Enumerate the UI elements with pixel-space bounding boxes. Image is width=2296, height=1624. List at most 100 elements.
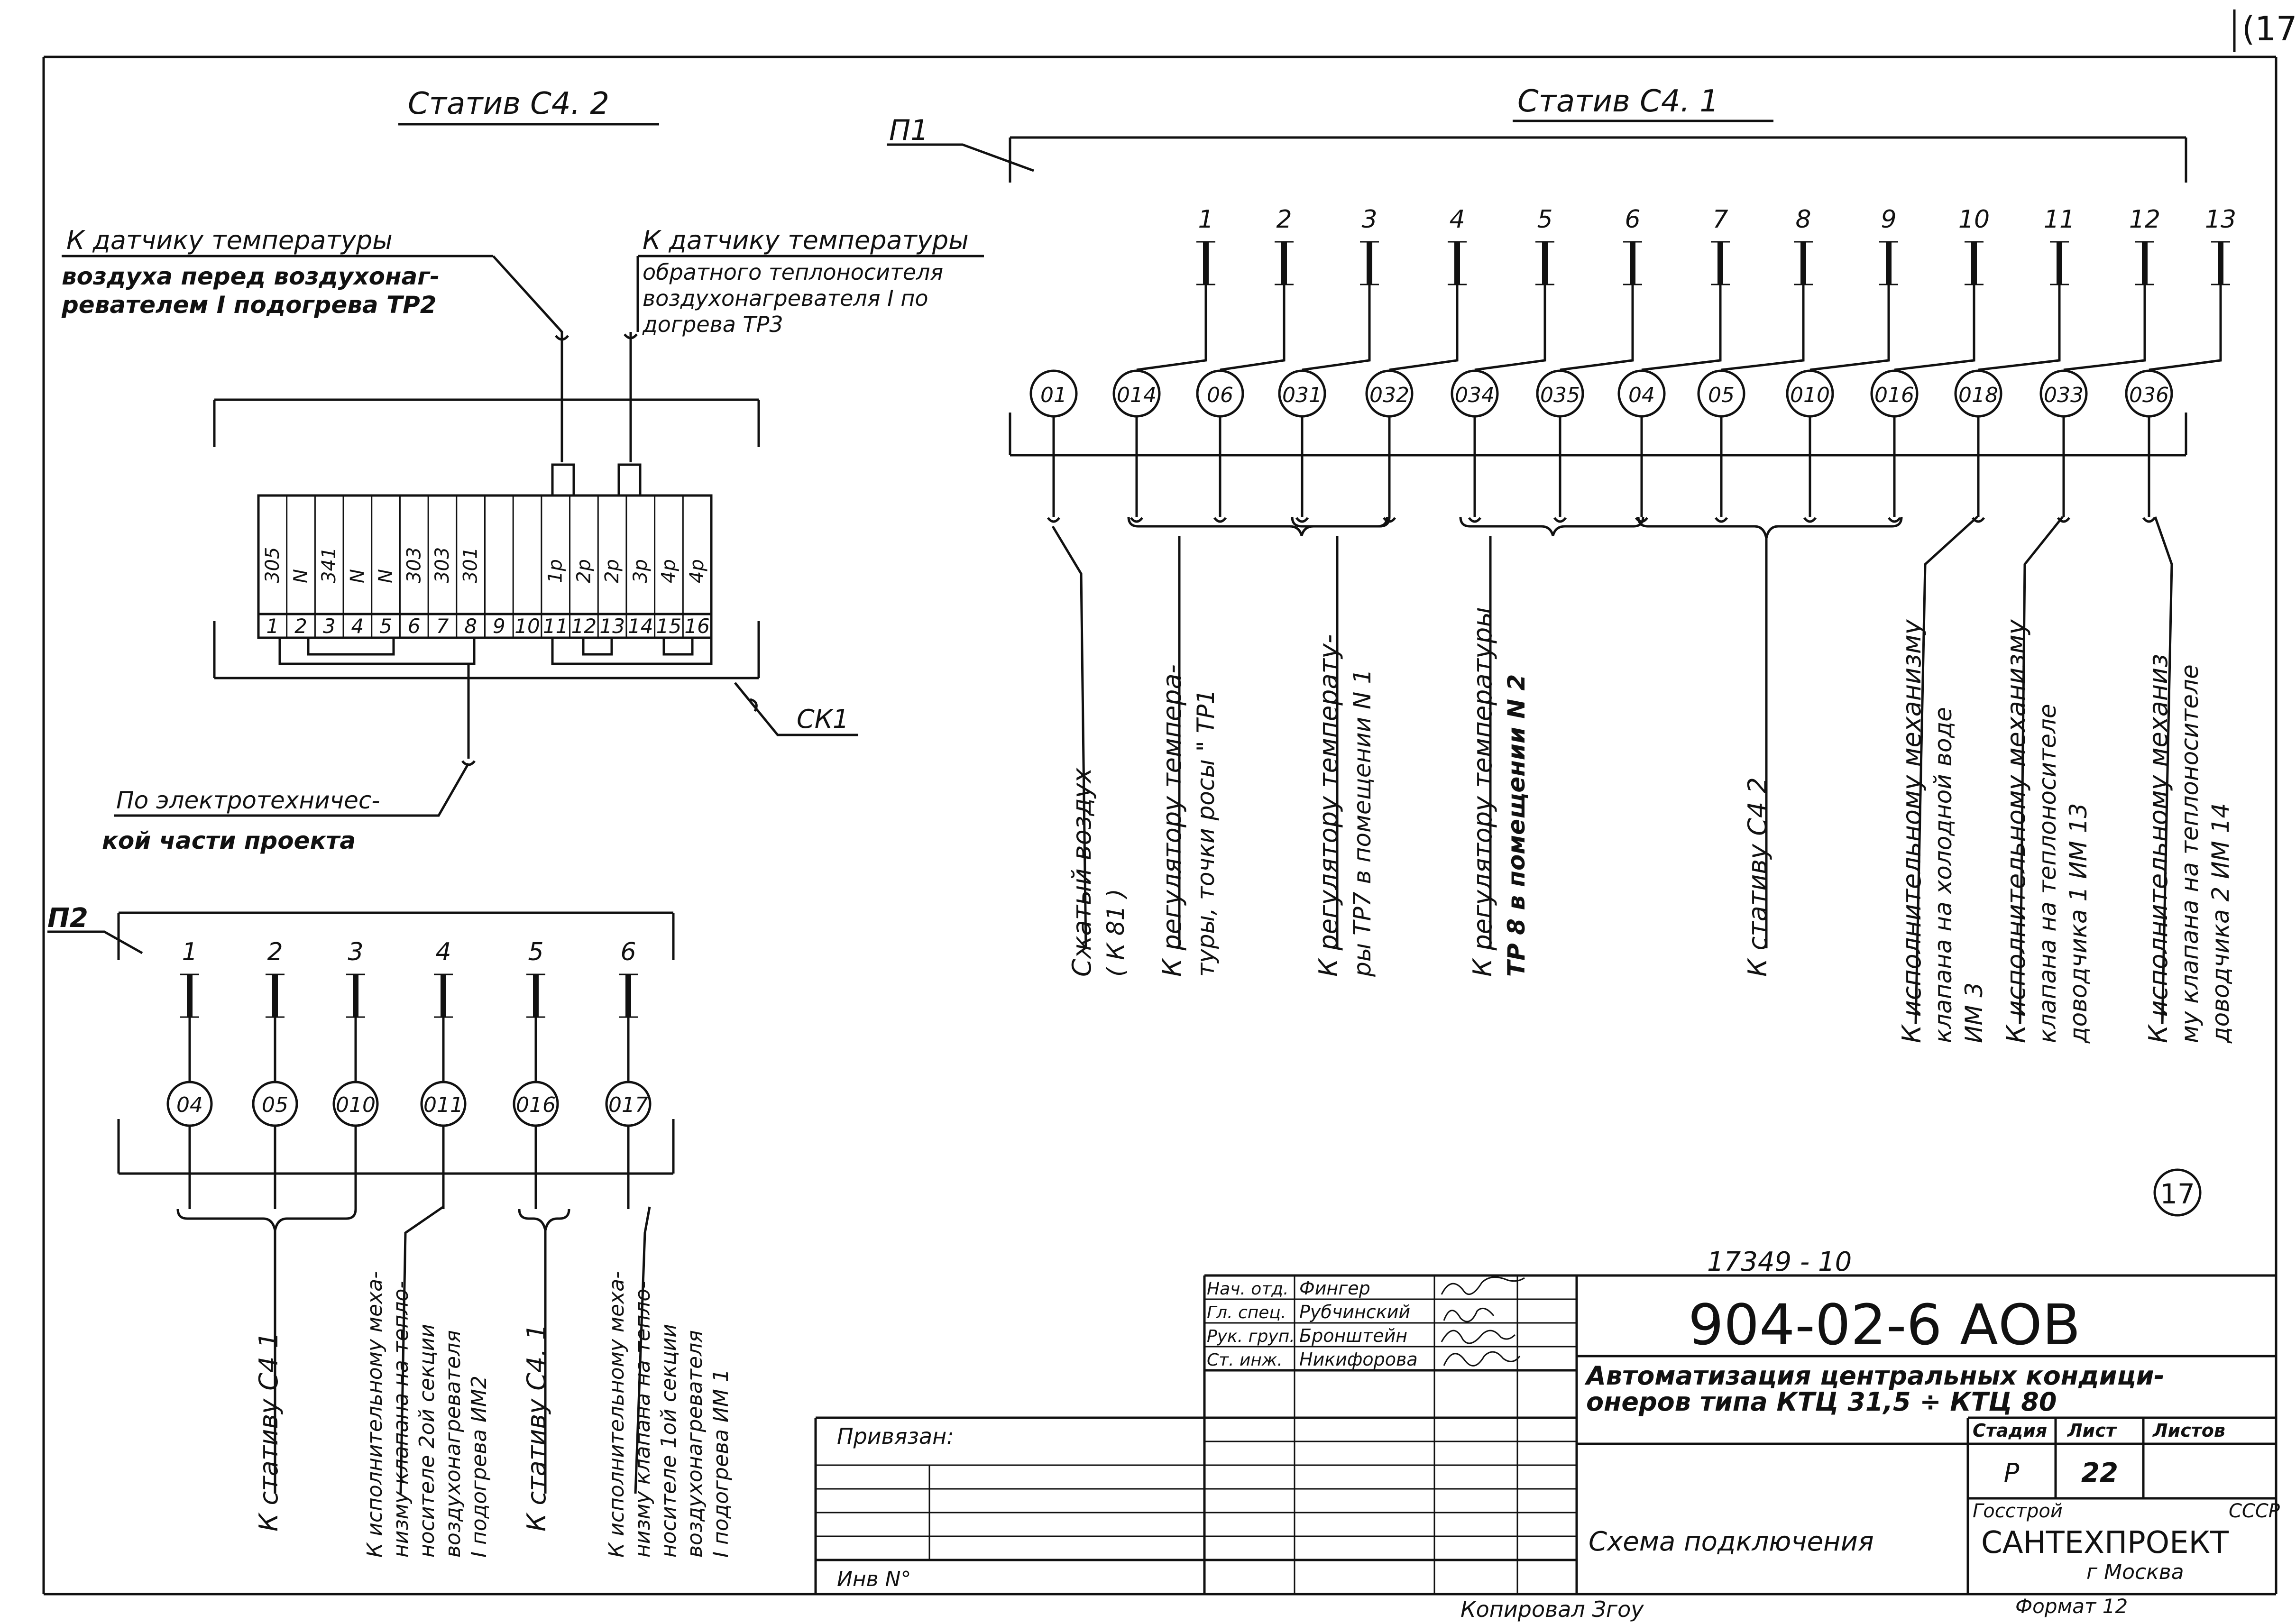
terminal-number: 16 [684, 615, 709, 638]
terminal-number: 9 [493, 615, 505, 638]
p1-lead-label: клапана на теплоносителе [2034, 704, 2061, 1043]
panel-p2-label: П2 [47, 903, 88, 934]
p1-terminal-code: 035 [1540, 383, 1580, 407]
p1-pin-number: 1 [1198, 205, 1213, 234]
p1-wire-top [2149, 284, 2222, 371]
p2-terminal-code: 010 [336, 1093, 376, 1117]
p1-pin-number: 8 [1795, 205, 1811, 234]
org-top-left: Госстрой [1973, 1500, 2063, 1522]
stand-c41-title: Статив С4. 1 [1517, 84, 1719, 119]
p1-pin-number: 3 [1361, 205, 1377, 234]
p2-lead-label: низму клапана на тепло- [631, 1281, 655, 1558]
strip-label: N [290, 569, 312, 583]
p2-lead-label: К исполнительному меха- [363, 1271, 387, 1558]
p1-lead-label: ИМ 3 [1960, 982, 1988, 1043]
p1-lead-label: доводчика 2 ИМ 14 [2207, 803, 2234, 1044]
terminal-number: 10 [514, 615, 540, 638]
name-1: Фингер [1299, 1278, 1370, 1299]
p2-pin-number: 1 [182, 938, 197, 966]
ck1-label: СК1 [797, 704, 849, 734]
p2-pin-number: 5 [528, 938, 543, 966]
name-2: Рубчинский [1299, 1302, 1410, 1322]
p1-terminal-circle [1697, 369, 1745, 418]
p1-terminal-circle [1278, 369, 1326, 418]
p1-terminal-code: 032 [1369, 383, 1409, 407]
p1-wire-top [1641, 284, 1722, 371]
p2-lead-label: К стативу С4. 1 [522, 1324, 551, 1532]
electrical-note-line-2: кой части проекта [102, 827, 356, 854]
ck1-enclosure [213, 398, 760, 679]
p1-pin-number: 7 [1712, 205, 1728, 234]
p2-terminal-circle [605, 1081, 652, 1127]
sensor-right-line-2: обратного теплоносителя [643, 259, 943, 285]
sensor-left-line-3: ревателем I подогрева ТР2 [61, 291, 437, 319]
p1-wire-tilde [1213, 517, 1227, 523]
strip-label: 301 [460, 547, 482, 583]
sheets-label: Листов [2152, 1420, 2225, 1441]
strip-label: 341 [318, 547, 340, 583]
p1-wire-tilde [1468, 517, 1481, 523]
p1-lead-label: туры, точки росы " ТР1 [1192, 689, 1220, 977]
sensor-right-line-4: догрева ТР3 [642, 312, 783, 337]
sheet-frame [42, 9, 2278, 1596]
p1-wire-tilde [1888, 517, 1901, 523]
terminal-number: 6 [408, 615, 421, 638]
stand-c42-title: Статив С4. 2 [408, 86, 609, 121]
p1-lead-label: К исполнительному механизму [2001, 619, 2031, 1043]
p1-wire-tilde [2057, 517, 2070, 523]
title-line-1: Автоматизация центральных кондици- [1584, 1361, 2165, 1391]
terminal-number: 8 [464, 615, 477, 638]
p1-lead-label: К регулятору температу- [1313, 634, 1343, 977]
p1-wire-top [1978, 284, 2061, 371]
p2-lead-label: носителе 2ой секции [415, 1324, 439, 1558]
strip-label: 303 [432, 547, 453, 583]
p2-lead-label: воздухонагревателя [441, 1330, 465, 1558]
p1-lead-label: Сжатый воздух [1067, 767, 1097, 977]
p2-pin-number: 2 [267, 938, 283, 966]
p2-terminal-code: 04 [176, 1093, 203, 1117]
signatures [1441, 1276, 1525, 1367]
terminal-number: 4 [351, 615, 364, 638]
p1-pin-number: 11 [2044, 205, 2075, 234]
role-3: Рук. груп. [1207, 1327, 1295, 1346]
p2-lead-label: I подогрева ИМ2 [467, 1376, 491, 1558]
strip-label: 1р [545, 559, 567, 583]
p2-pin-number: 6 [620, 938, 636, 966]
strip-label: N [347, 569, 368, 583]
format-note: Формат 12 [2015, 1595, 2128, 1618]
inv-label: Инв N° [837, 1567, 911, 1591]
p1-pin-number: 10 [1958, 205, 1990, 234]
sheet-value: 22 [2081, 1458, 2118, 1488]
p1-lead-label: клапана на холодной воде [1929, 707, 1957, 1043]
p1-pin-number: 12 [2129, 205, 2160, 234]
org-name: САНТЕХПРОЕКТ [1981, 1525, 2229, 1560]
drawing-name: Схема подключения [1589, 1526, 1874, 1557]
p2-terminal-circle [252, 1081, 298, 1127]
terminal-number: 11 [543, 615, 568, 638]
p1-terminal-circle [2125, 369, 2173, 418]
p2-terminal-code: 017 [608, 1093, 648, 1117]
p1-wire-top [2063, 284, 2146, 371]
p1-pin-number: 2 [1276, 205, 1292, 234]
bound-label: Привязан: [837, 1423, 954, 1449]
copier-note: Копировал Згоу [1460, 1596, 1644, 1622]
p1-pin-number: 6 [1625, 205, 1640, 234]
strip-label: 2р [573, 559, 595, 583]
p1-terminal-circle [1786, 369, 1834, 418]
p1-pin-number: 4 [1449, 205, 1465, 234]
p1-terminal-code: 018 [1958, 383, 1998, 407]
p1-wire-top [1302, 284, 1371, 371]
stage-label: Стадия [1973, 1420, 2047, 1441]
stand-c42-group: Статив С4. 2 К датчику температуры возду… [61, 86, 984, 854]
electrical-note-line-1: По электротехничес- [116, 787, 380, 814]
role-2: Гл. спец. [1207, 1303, 1286, 1322]
panel-p1-label: П1 [889, 114, 928, 147]
p1-lead-label: ТР 8 в помещении N 2 [1503, 674, 1530, 977]
p1-wire-top [1894, 284, 1975, 371]
terminal-number: 13 [599, 615, 625, 638]
p1-terminal-circle [1536, 369, 1584, 418]
